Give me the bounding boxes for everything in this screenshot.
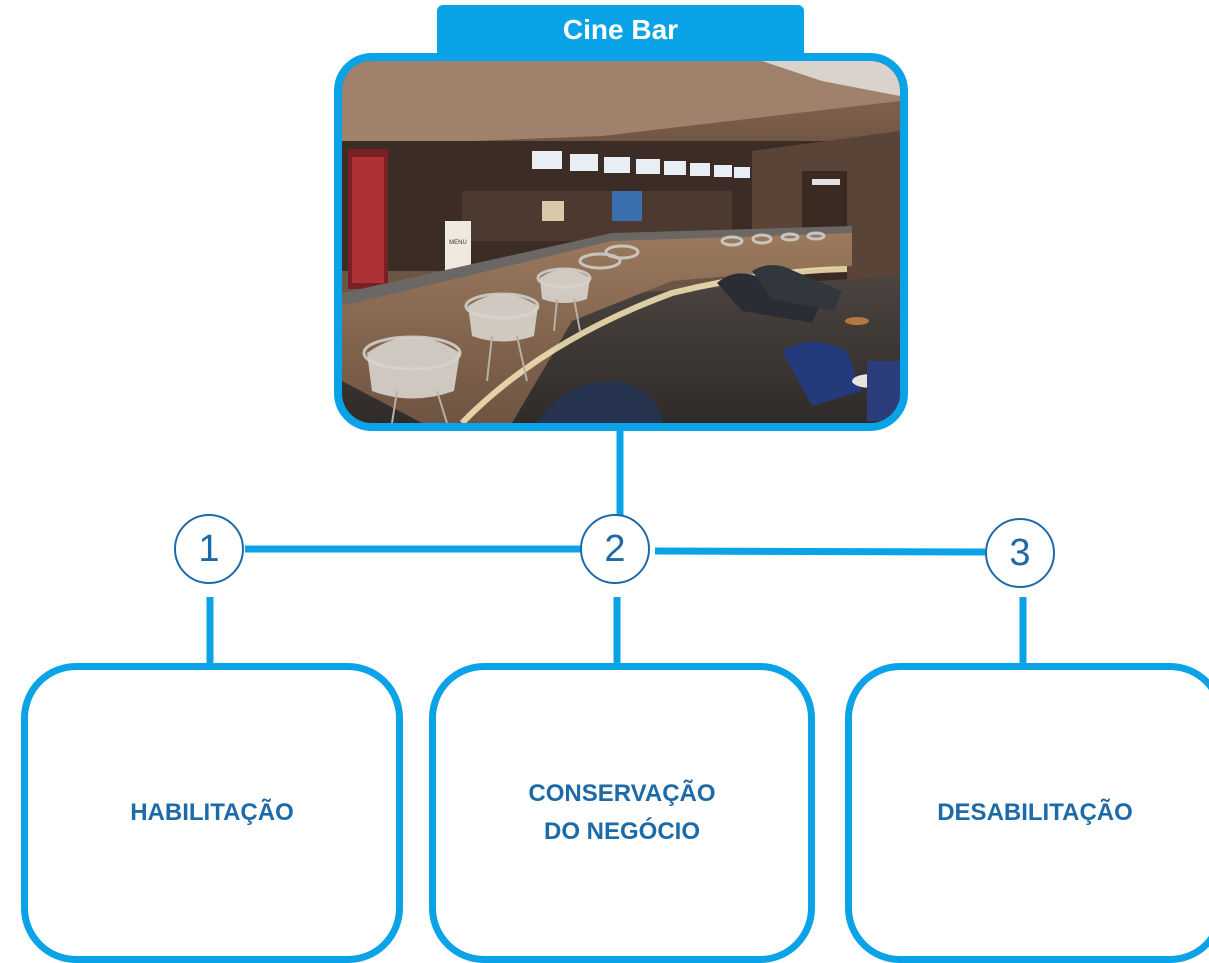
bar-interior-illustration: MENU	[342, 61, 900, 423]
phase-box-conservacao: CONSERVAÇÃO DO NEGÓCIO	[429, 663, 815, 963]
phase-label: CONSERVAÇÃO DO NEGÓCIO	[528, 780, 716, 845]
diagram-title: Cine Bar	[437, 5, 804, 60]
step-number-1: 1	[174, 514, 244, 584]
step-number-3: 3	[985, 518, 1055, 588]
step-number-2: 2	[580, 514, 650, 584]
phase-box-habilitacao: HABILITAÇÃO	[21, 663, 403, 963]
phase-label: DESABILITAÇÃO	[937, 799, 1133, 826]
phase-label: HABILITAÇÃO	[130, 799, 294, 826]
menu-sign: MENU	[449, 240, 467, 246]
phase-box-desabilitacao: DESABILITAÇÃO	[845, 663, 1209, 963]
cine-bar-photo: MENU	[334, 53, 908, 431]
